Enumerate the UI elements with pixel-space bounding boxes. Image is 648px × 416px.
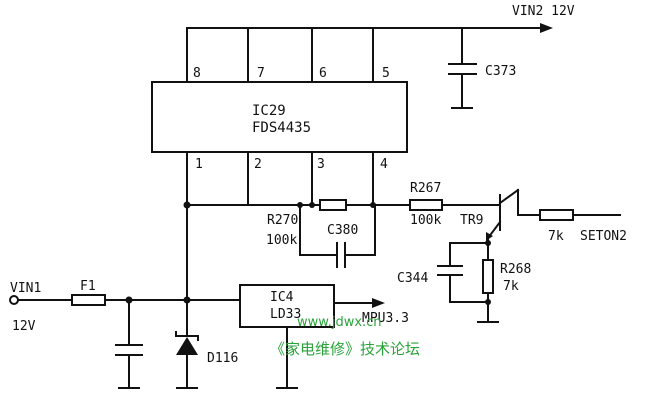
junction-dot <box>183 296 191 304</box>
c344-label: C344 <box>397 271 428 286</box>
r268-value: 7k <box>503 279 519 294</box>
pin5-number: 5 <box>382 66 390 81</box>
r268-name: R268 <box>500 262 531 277</box>
junction-dot <box>309 202 315 208</box>
f1-label: F1 <box>80 279 96 294</box>
mpu-arrow <box>372 298 385 308</box>
vin2-label: VIN2 12V <box>512 4 575 19</box>
pin4-number: 4 <box>380 157 388 172</box>
junction-dot <box>485 240 491 246</box>
seton-label: SETON2 <box>580 229 627 244</box>
d116-label: D116 <box>207 351 238 366</box>
r267-value: 100k <box>410 213 441 228</box>
pin8-number: 8 <box>193 66 201 81</box>
watermark-url: www.jdwx.cn <box>297 315 382 330</box>
c380-label: C380 <box>327 223 358 238</box>
r270-name: R270 <box>267 213 298 228</box>
junction-dot <box>125 296 133 304</box>
pin6-number: 6 <box>319 66 327 81</box>
r268-body <box>482 259 494 294</box>
junction-dot <box>485 299 491 305</box>
vin1-voltage: 12V <box>12 319 36 334</box>
pin3-number: 3 <box>317 157 325 172</box>
ic29-part: FDS4435 <box>252 120 311 136</box>
rbase-value: 7k <box>548 229 564 244</box>
junction-dot <box>183 201 191 209</box>
r270-value: 100k <box>266 233 297 248</box>
rbase-body <box>539 209 574 221</box>
ic29-name: IC29 <box>252 103 286 119</box>
c373-label: C373 <box>485 64 516 79</box>
tr9-collector <box>498 188 520 205</box>
vin1-label: VIN1 <box>10 281 41 296</box>
pin1-number: 1 <box>195 157 203 172</box>
watermark-forum: 《家电维修》技术论坛 <box>270 340 420 358</box>
r267-name: R267 <box>410 181 441 196</box>
mpu-label: MPU3.3 <box>362 311 409 326</box>
vin2-arrow <box>540 23 553 33</box>
pin2-number: 2 <box>254 157 262 172</box>
r267-body <box>409 199 443 211</box>
tr9-label: TR9 <box>460 213 483 228</box>
ic29-body <box>151 81 408 153</box>
f1-body <box>71 294 106 306</box>
junction-dot <box>297 202 303 208</box>
r270-body <box>319 199 347 211</box>
d116-triangle <box>176 337 198 355</box>
pin7-number: 7 <box>257 66 265 81</box>
ic4-part: LD33 <box>270 307 301 322</box>
vin1-terminal <box>9 295 19 305</box>
junction-dot <box>370 202 376 208</box>
ic4-name: IC4 <box>270 290 294 305</box>
